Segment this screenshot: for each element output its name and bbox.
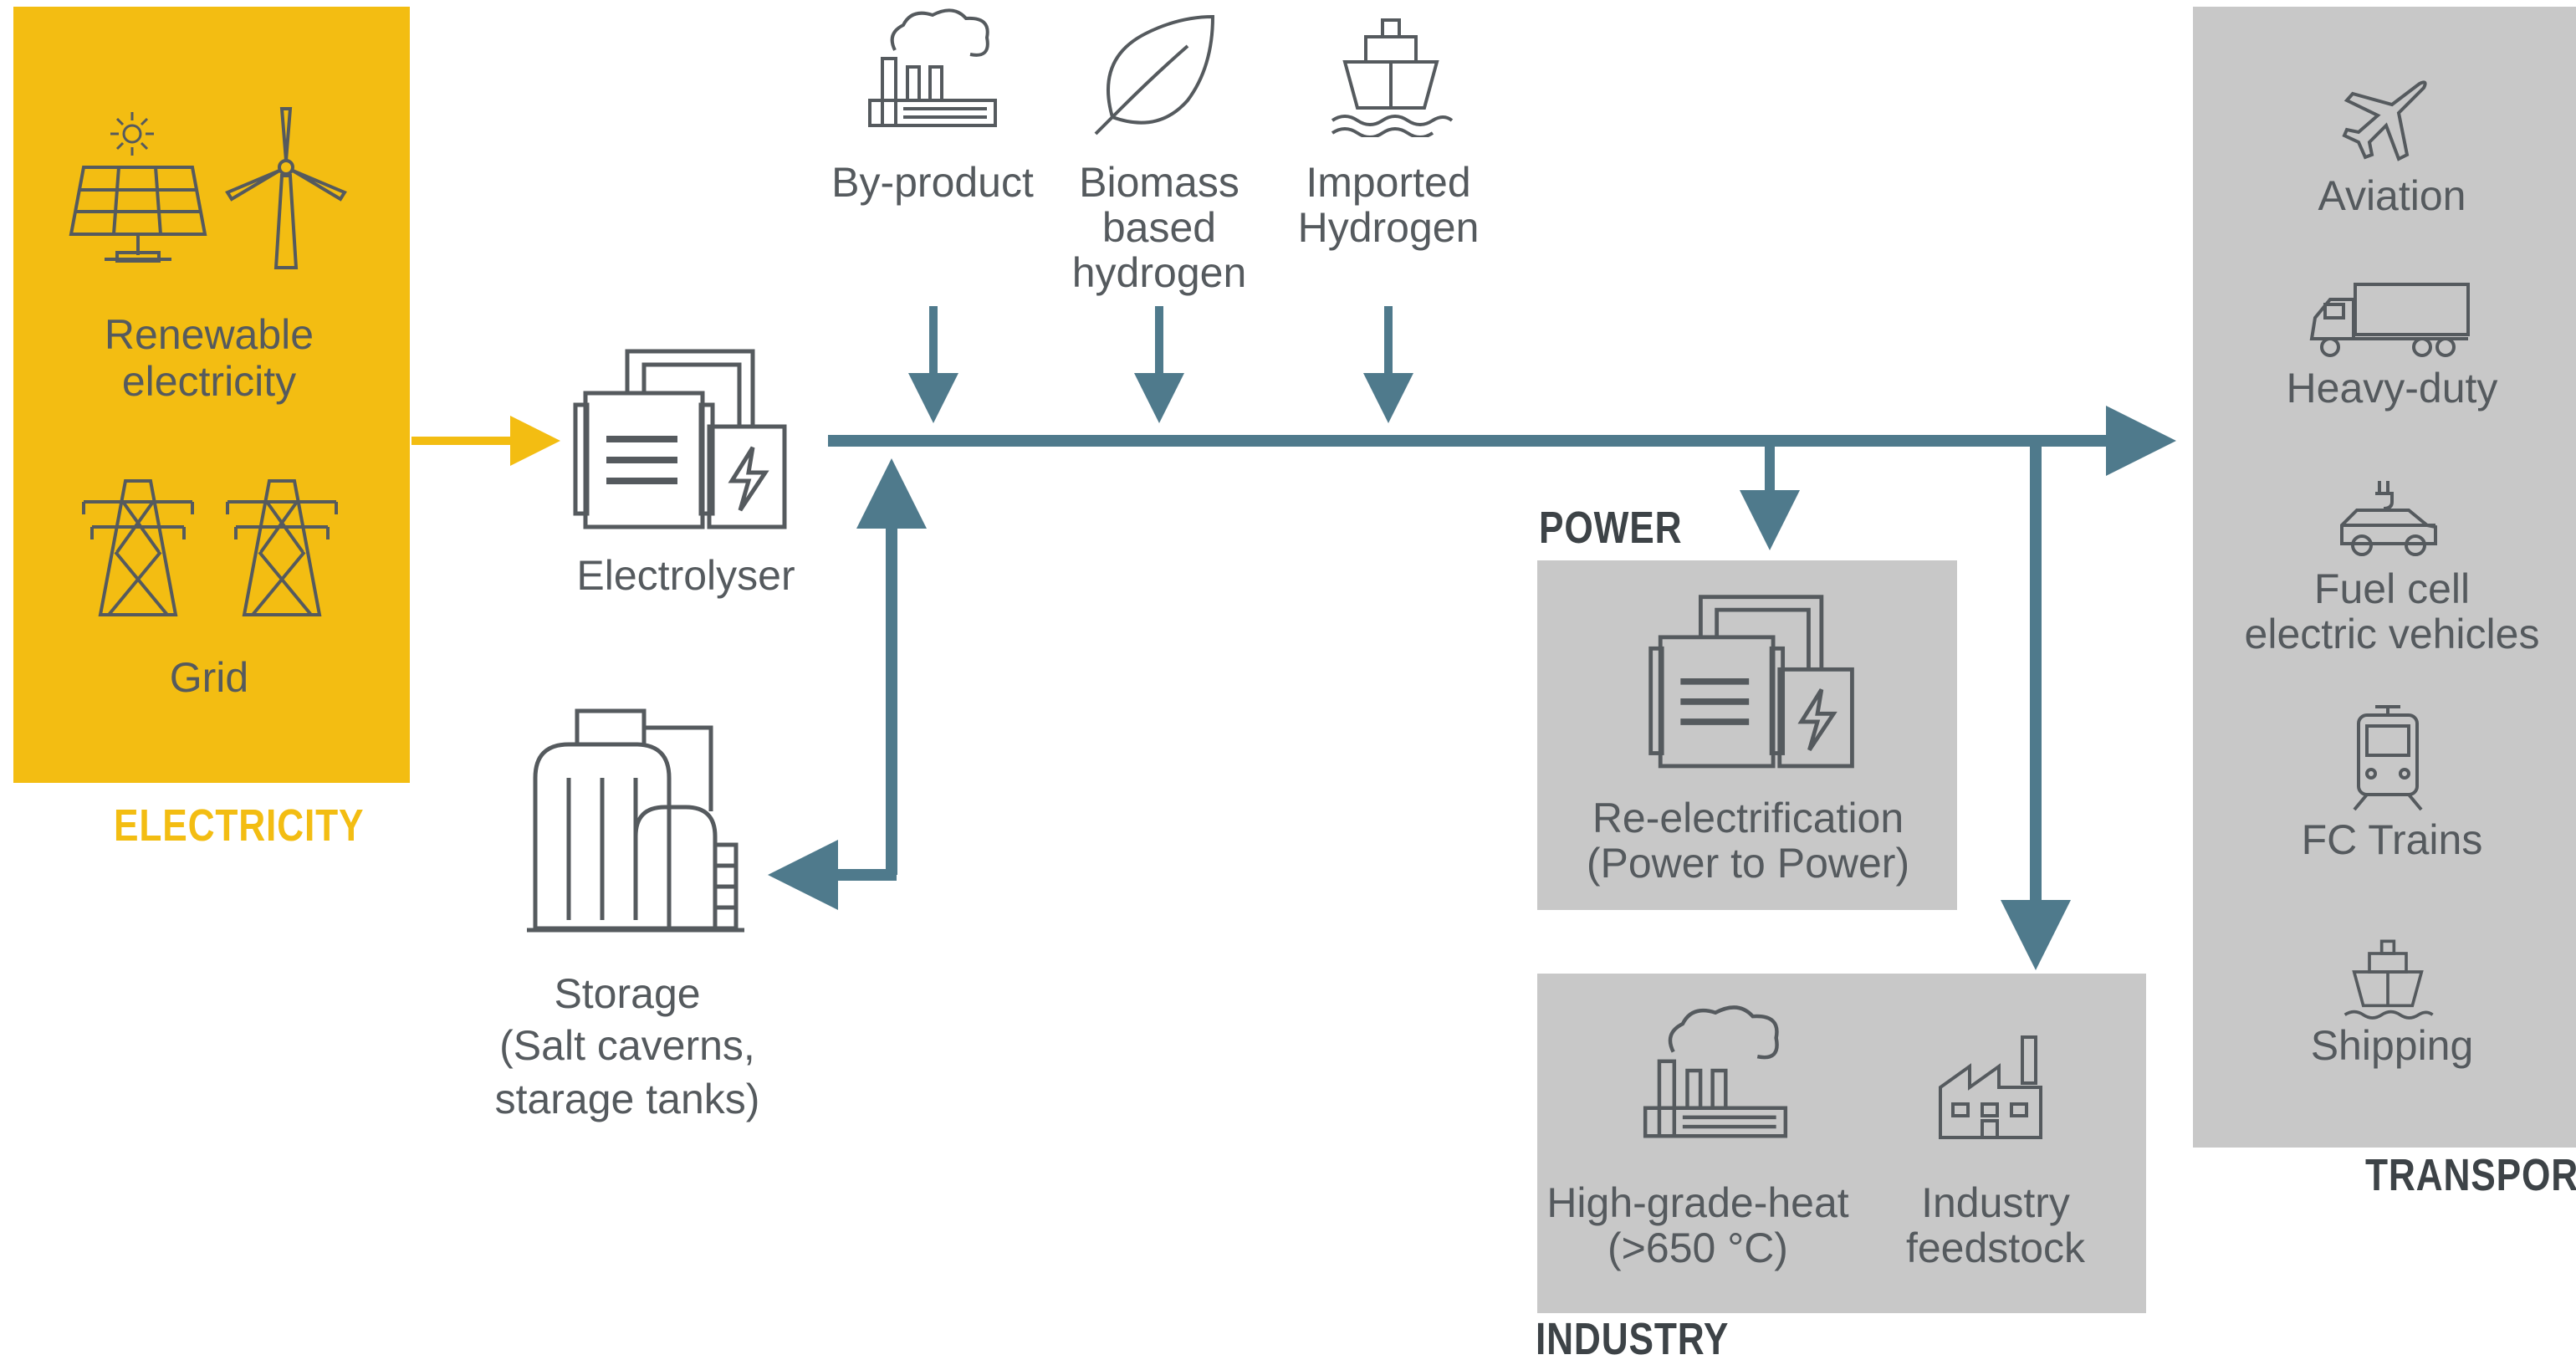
renewable-electricity-label: Renewable electricity bbox=[104, 311, 314, 405]
fuel-cell-label-line1: Fuel cell bbox=[2313, 565, 2471, 612]
industry-feedstock-label-line2: feedstock bbox=[1905, 1224, 2085, 1271]
electricity-title: ELECTRICITY bbox=[114, 800, 365, 851]
power-label-line1: Re-electrification bbox=[1592, 795, 1904, 841]
ship-icon bbox=[2342, 935, 2434, 1027]
sun-icon bbox=[107, 109, 157, 159]
industry-panel bbox=[1537, 974, 2146, 1313]
train-icon bbox=[2342, 703, 2434, 811]
byproduct-label: By-product bbox=[831, 159, 1034, 206]
factory-smoke-icon bbox=[1636, 995, 1795, 1146]
aviation-label: Aviation bbox=[2318, 172, 2466, 219]
biomass-label-line3: hydrogen bbox=[1071, 249, 1247, 296]
grid-label: Grid bbox=[169, 654, 249, 701]
power-title: POWER bbox=[1539, 503, 1683, 553]
fuel-cell-label-line2: electric vehicles bbox=[2244, 611, 2540, 657]
power-label-line2: (Power to Power) bbox=[1586, 840, 1910, 887]
high-grade-heat-label-line2: (>650 °C) bbox=[1607, 1224, 1788, 1271]
wind-turbine-icon bbox=[219, 100, 353, 276]
storage-label-line3: starage tanks) bbox=[494, 1076, 760, 1122]
heavy-duty-label: Heavy-duty bbox=[2286, 365, 2498, 412]
storage-label-line2: (Salt caverns, bbox=[499, 1022, 755, 1069]
airplane-icon bbox=[2340, 75, 2432, 167]
electric-car-icon bbox=[2333, 477, 2442, 560]
high-grade-heat-label-line1: High-grade-heat bbox=[1546, 1179, 1849, 1226]
ship-icon bbox=[1328, 12, 1454, 137]
shipping-label: Shipping bbox=[2310, 1022, 2474, 1069]
industry-feedstock-label-line1: Industry bbox=[1921, 1179, 2070, 1226]
biomass-label-line2: based bbox=[1101, 204, 1217, 251]
electrolyser-icon bbox=[1644, 577, 1862, 778]
industry-title: INDUSTRY bbox=[1536, 1314, 1730, 1364]
fc-trains-label: FC Trains bbox=[2301, 816, 2483, 863]
transport-title: TRANSPORT bbox=[2365, 1150, 2576, 1200]
biomass-label-line1: Biomass bbox=[1079, 159, 1239, 206]
electricity-panel bbox=[13, 7, 410, 783]
transmission-tower-icon bbox=[219, 477, 345, 619]
imported-label-line1: Imported bbox=[1306, 159, 1471, 206]
solar-panel-icon bbox=[67, 159, 209, 276]
electrolyser-label: Electrolyser bbox=[576, 552, 795, 599]
imported-label-line2: Hydrogen bbox=[1297, 204, 1480, 251]
factory-smoke-icon bbox=[861, 0, 1004, 134]
storage-tanks-icon bbox=[519, 694, 744, 937]
industrial-building-icon bbox=[1932, 1029, 2049, 1146]
storage-label-line1: Storage bbox=[554, 970, 701, 1017]
electrolyser-icon bbox=[569, 335, 795, 535]
transmission-tower-icon bbox=[75, 477, 201, 619]
truck-icon bbox=[2305, 276, 2472, 360]
leaf-icon bbox=[1087, 8, 1221, 142]
power-panel bbox=[1537, 560, 1957, 910]
transport-panel bbox=[2193, 7, 2576, 1148]
